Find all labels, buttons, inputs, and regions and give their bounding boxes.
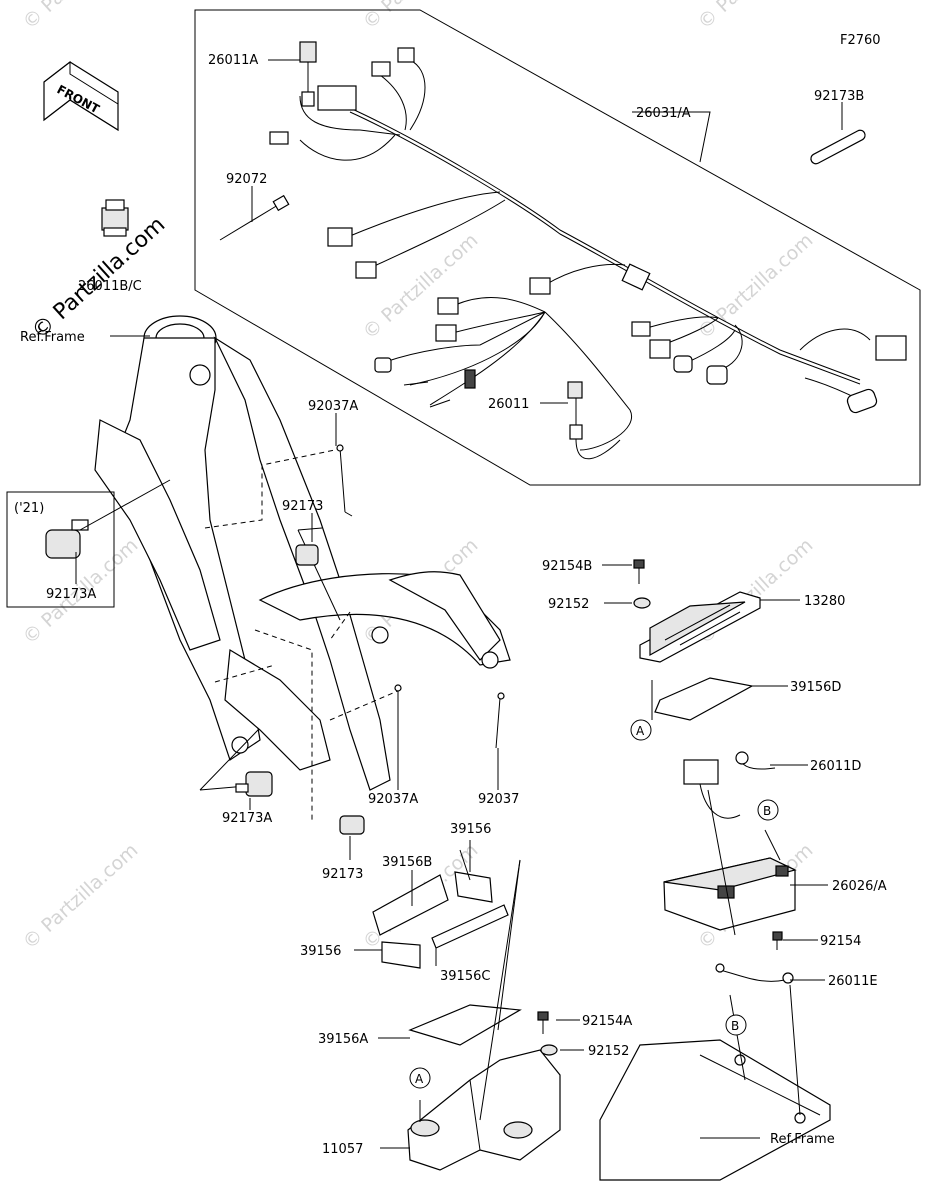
label-26011: 26011 [488, 397, 529, 412]
label-92037A-top: 92037A [308, 399, 358, 414]
front-arrow-icon: FRONT [43, 60, 119, 132]
label-39156B: 39156B [382, 855, 432, 870]
clamp-92173-lower [339, 815, 365, 835]
pad-39156-top [454, 871, 493, 903]
label-ref-frame-top: Ref.Frame [20, 330, 85, 345]
label-13280: 13280 [804, 594, 845, 609]
pad-39156B [372, 874, 449, 936]
callout-a-lower: A [409, 1067, 431, 1089]
label-26011BC: 26011B/C [78, 279, 142, 294]
part-labels: 26011A 26031/A 92173B 92072 26011B/C Ref… [20, 53, 887, 1157]
callout-b-lower: B [725, 1014, 747, 1036]
label-92037A-bottom: 92037A [368, 792, 418, 807]
label-26011D: 26011D [810, 759, 861, 774]
label-92173A-lower: 92173A [222, 811, 272, 826]
label-26011A: 26011A [208, 53, 258, 68]
label-92173-upper: 92173 [282, 499, 323, 514]
leader-lines [75, 59, 843, 1149]
callout-a-lower-label: A [415, 1072, 424, 1086]
callout-a-upper-label: A [636, 724, 645, 738]
label-92072: 92072 [226, 172, 267, 187]
battery-holder-13280 [639, 591, 761, 663]
watermark-text: © Partzilla.com [19, 0, 143, 34]
label-92152-bottom: 92152 [588, 1044, 629, 1059]
pad-39156D [654, 677, 754, 721]
label-92173-lower: 92173 [322, 867, 363, 882]
watermark-text: © Partzilla.com [359, 0, 483, 34]
label-39156D: 39156D [790, 680, 841, 695]
watermark-text: © Partzilla.com [694, 229, 818, 343]
wiring-harness [269, 41, 907, 460]
clamp-92173-upper [295, 544, 319, 566]
label-92173A-variant: 92173A [46, 587, 96, 602]
label-26026A: 26026/A [832, 879, 887, 894]
label-92037: 92037 [478, 792, 519, 807]
rod-92037A-bottom [394, 684, 402, 748]
battery-case-11057 [407, 1049, 561, 1171]
callout-b-upper: B [757, 799, 779, 821]
bolt-92154 [772, 931, 783, 950]
lead-26011E [715, 963, 794, 984]
label-39156-left: 39156 [300, 944, 341, 959]
pad-39156C [431, 904, 509, 949]
clamp-92173B [810, 129, 866, 165]
label-39156C: 39156C [440, 969, 490, 984]
label-92154B: 92154B [542, 559, 592, 574]
label-92154A: 92154A [582, 1014, 632, 1029]
connector-26011BC [101, 199, 129, 237]
watermark-text: © Partzilla.com [19, 839, 143, 953]
frame-assembly [94, 315, 511, 820]
label-11057: 11057 [322, 1142, 363, 1157]
label-26031A: 26031/A [636, 106, 691, 121]
watermark-text: © Partzilla.com [359, 229, 483, 343]
clamp-92173A-lower [235, 771, 273, 797]
clamp-92173A-variant [45, 519, 89, 559]
washer-92152-top [633, 597, 651, 609]
callout-b-upper-label: B [763, 804, 771, 818]
battery-26026A [663, 857, 797, 931]
band-tie-92072 [219, 194, 290, 241]
label-39156-top: 39156 [450, 822, 491, 837]
lead-26011D [683, 751, 776, 819]
label-92173B: 92173B [814, 89, 864, 104]
bolt-92154B [633, 559, 645, 584]
pad-39156-left [381, 941, 421, 969]
watermark-text: © Partzilla.com [694, 0, 818, 34]
label-92152-top: 92152 [548, 597, 589, 612]
bolt-92154A [537, 1011, 549, 1034]
variant-box [6, 491, 115, 608]
label-ref-frame-bottom: Ref.Frame [770, 1132, 835, 1147]
label-92154: 92154 [820, 934, 861, 949]
variant-box-label: ('21) [14, 501, 44, 516]
rod-92037 [495, 692, 505, 749]
label-26011E: 26011E [828, 974, 878, 989]
rod-92037A-top [336, 444, 353, 517]
pad-39156A [408, 1004, 522, 1046]
label-39156A: 39156A [318, 1032, 368, 1047]
figure-code: F2760 [840, 33, 881, 48]
harness-boundary [194, 9, 921, 486]
callout-b-lower-label: B [731, 1019, 739, 1033]
washer-92152-bottom [540, 1044, 558, 1056]
callout-a-upper: A [630, 719, 652, 741]
